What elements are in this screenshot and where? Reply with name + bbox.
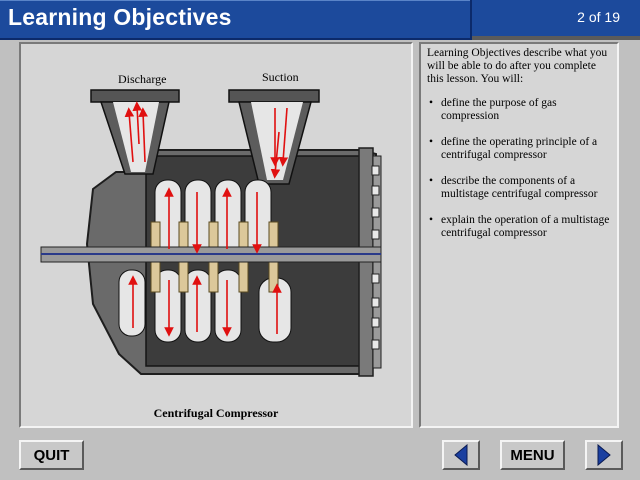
discharge-label: Discharge xyxy=(118,72,167,86)
objective-text: define the operating principle of a cent… xyxy=(441,136,598,161)
objective-text: define the purpose of gas compression xyxy=(441,97,557,122)
bullet-icon: • xyxy=(429,214,434,226)
bullet-icon: • xyxy=(429,175,434,187)
list-item: • describe the components of a multistage… xyxy=(427,175,611,201)
figure-caption: Centrifugal Compressor xyxy=(153,406,279,420)
suction-label: Suction xyxy=(262,70,299,84)
menu-label: MENU xyxy=(510,446,555,464)
previous-button[interactable] xyxy=(442,440,480,470)
list-item: • define the operating principle of a cen… xyxy=(427,136,611,162)
compressor-diagram xyxy=(40,89,382,377)
objective-text: describe the components of a multistage … xyxy=(441,175,598,200)
page-counter: 2 of 19 xyxy=(577,9,620,25)
quit-label: QUIT xyxy=(33,446,70,464)
objectives-intro: Learning Objectives describe what you wi… xyxy=(427,47,608,85)
objective-text: explain the operation of a multistage ce… xyxy=(441,214,610,239)
menu-button[interactable]: MENU xyxy=(500,440,565,470)
header-bar: 2 of 19 xyxy=(472,0,640,36)
right-arrow-icon xyxy=(597,444,611,466)
left-arrow-icon xyxy=(454,444,468,466)
figure-panel: Discharge Suction xyxy=(19,42,413,428)
objectives-list: • define the purpose of gas compression •… xyxy=(427,97,611,240)
list-item: • define the purpose of gas compression xyxy=(427,97,611,123)
page-title: Learning Objectives xyxy=(8,4,232,30)
list-item: • explain the operation of a multistage c… xyxy=(427,214,611,240)
bullet-icon: • xyxy=(429,97,434,109)
objectives-panel: Learning Objectives describe what you wi… xyxy=(419,42,619,428)
next-button[interactable] xyxy=(585,440,623,470)
bullet-icon: • xyxy=(429,136,434,148)
title-bar: Learning Objectives xyxy=(0,0,472,40)
quit-button[interactable]: QUIT xyxy=(19,440,84,470)
